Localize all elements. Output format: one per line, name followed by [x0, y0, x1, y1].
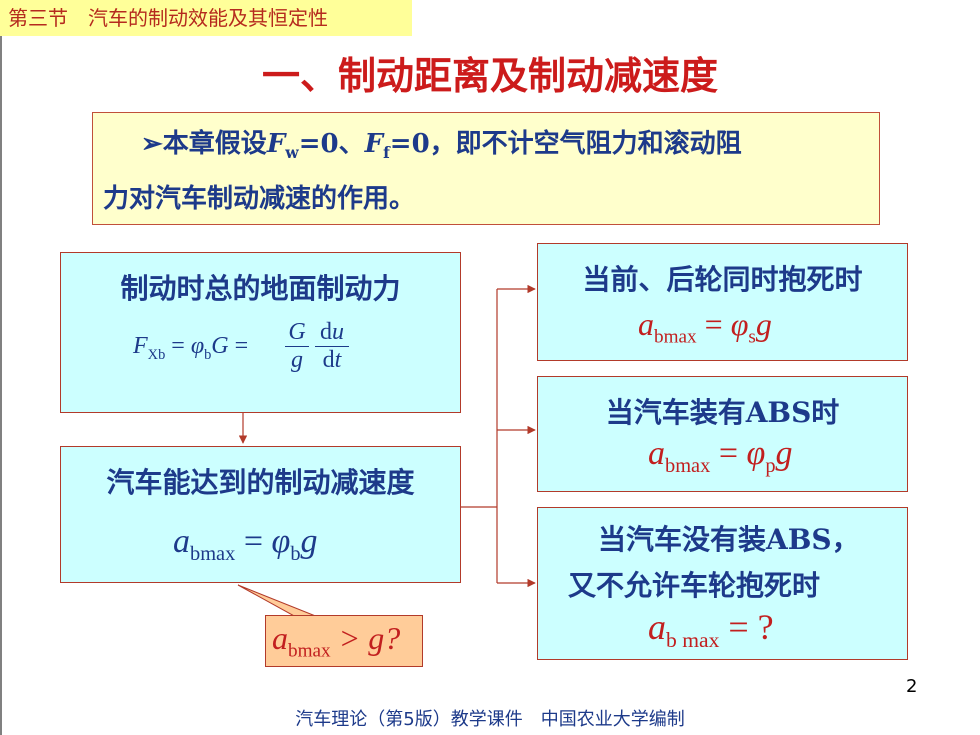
assumption-text-b: =0，即不计空气阻力和滚动阻	[389, 129, 742, 159]
left-rule	[0, 36, 2, 735]
case-both-lock-box: 当前、后轮同时抱死时 abmax = φsg	[537, 243, 908, 361]
ground-force-box: 制动时总的地面制动力 FXb = φbG = G g du dt	[60, 252, 461, 413]
ground-force-formula: FXb = φbG =	[133, 333, 249, 363]
case-both-lock-heading: 当前、后轮同时抱死时	[582, 263, 863, 296]
fraction-du-dt: du dt	[315, 319, 349, 374]
ff-subscript: f	[383, 143, 390, 163]
case-no-abs-box: 当汽车没有装ABS， 又不允许车轮抱死时 ab max = ?	[537, 507, 908, 660]
callout-formula: abmax > g?	[272, 620, 401, 662]
section-tag: 第三节 汽车的制动效能及其恒定性	[0, 0, 412, 36]
case-no-abs-heading-2: 又不允许车轮抱死时	[568, 569, 821, 602]
question-callout: abmax > g?	[265, 615, 423, 667]
slide-title: 一、制动距离及制动减速度	[261, 53, 718, 98]
ff-symbol: F	[364, 129, 384, 159]
case-abs-box: 当汽车装有ABS时 abmax = φpg	[537, 376, 908, 492]
max-decel-formula: abmax = φbg	[173, 523, 318, 565]
footer: 汽车理论（第5版）教学课件 中国农业大学编制	[295, 709, 685, 730]
assumption-text-a: 本章假设	[162, 129, 267, 159]
fraction-g: G g	[285, 319, 309, 374]
callout-pointer	[237, 584, 319, 618]
case-no-abs-heading-1: 当汽车没有装ABS，	[598, 523, 860, 556]
fw-subscript: w	[285, 143, 299, 163]
assumption-line-1: ➢本章假设Fw=0、Ff=0，即不计空气阻力和滚动阻	[103, 121, 879, 176]
assumption-text-mid: =0、	[298, 129, 365, 159]
page-number: 2	[906, 676, 918, 697]
assumption-note: ➢本章假设Fw=0、Ff=0，即不计空气阻力和滚动阻 力对汽车制动减速的作用。	[92, 112, 880, 225]
max-decel-box: 汽车能达到的制动减速度 abmax = φbg	[60, 446, 461, 583]
max-decel-heading: 汽车能达到的制动减速度	[106, 466, 415, 499]
case-both-lock-formula: abmax = φsg	[638, 306, 772, 348]
case-no-abs-formula: ab max = ?	[648, 607, 774, 653]
bullet-icon: ➢	[141, 129, 163, 159]
case-abs-heading: 当汽车装有ABS时	[605, 396, 840, 429]
ground-force-heading: 制动时总的地面制动力	[120, 272, 401, 305]
case-abs-formula: abmax = φpg	[648, 435, 793, 477]
fw-symbol: F	[266, 129, 286, 159]
assumption-line-2: 力对汽车制动减速的作用。	[103, 184, 416, 215]
